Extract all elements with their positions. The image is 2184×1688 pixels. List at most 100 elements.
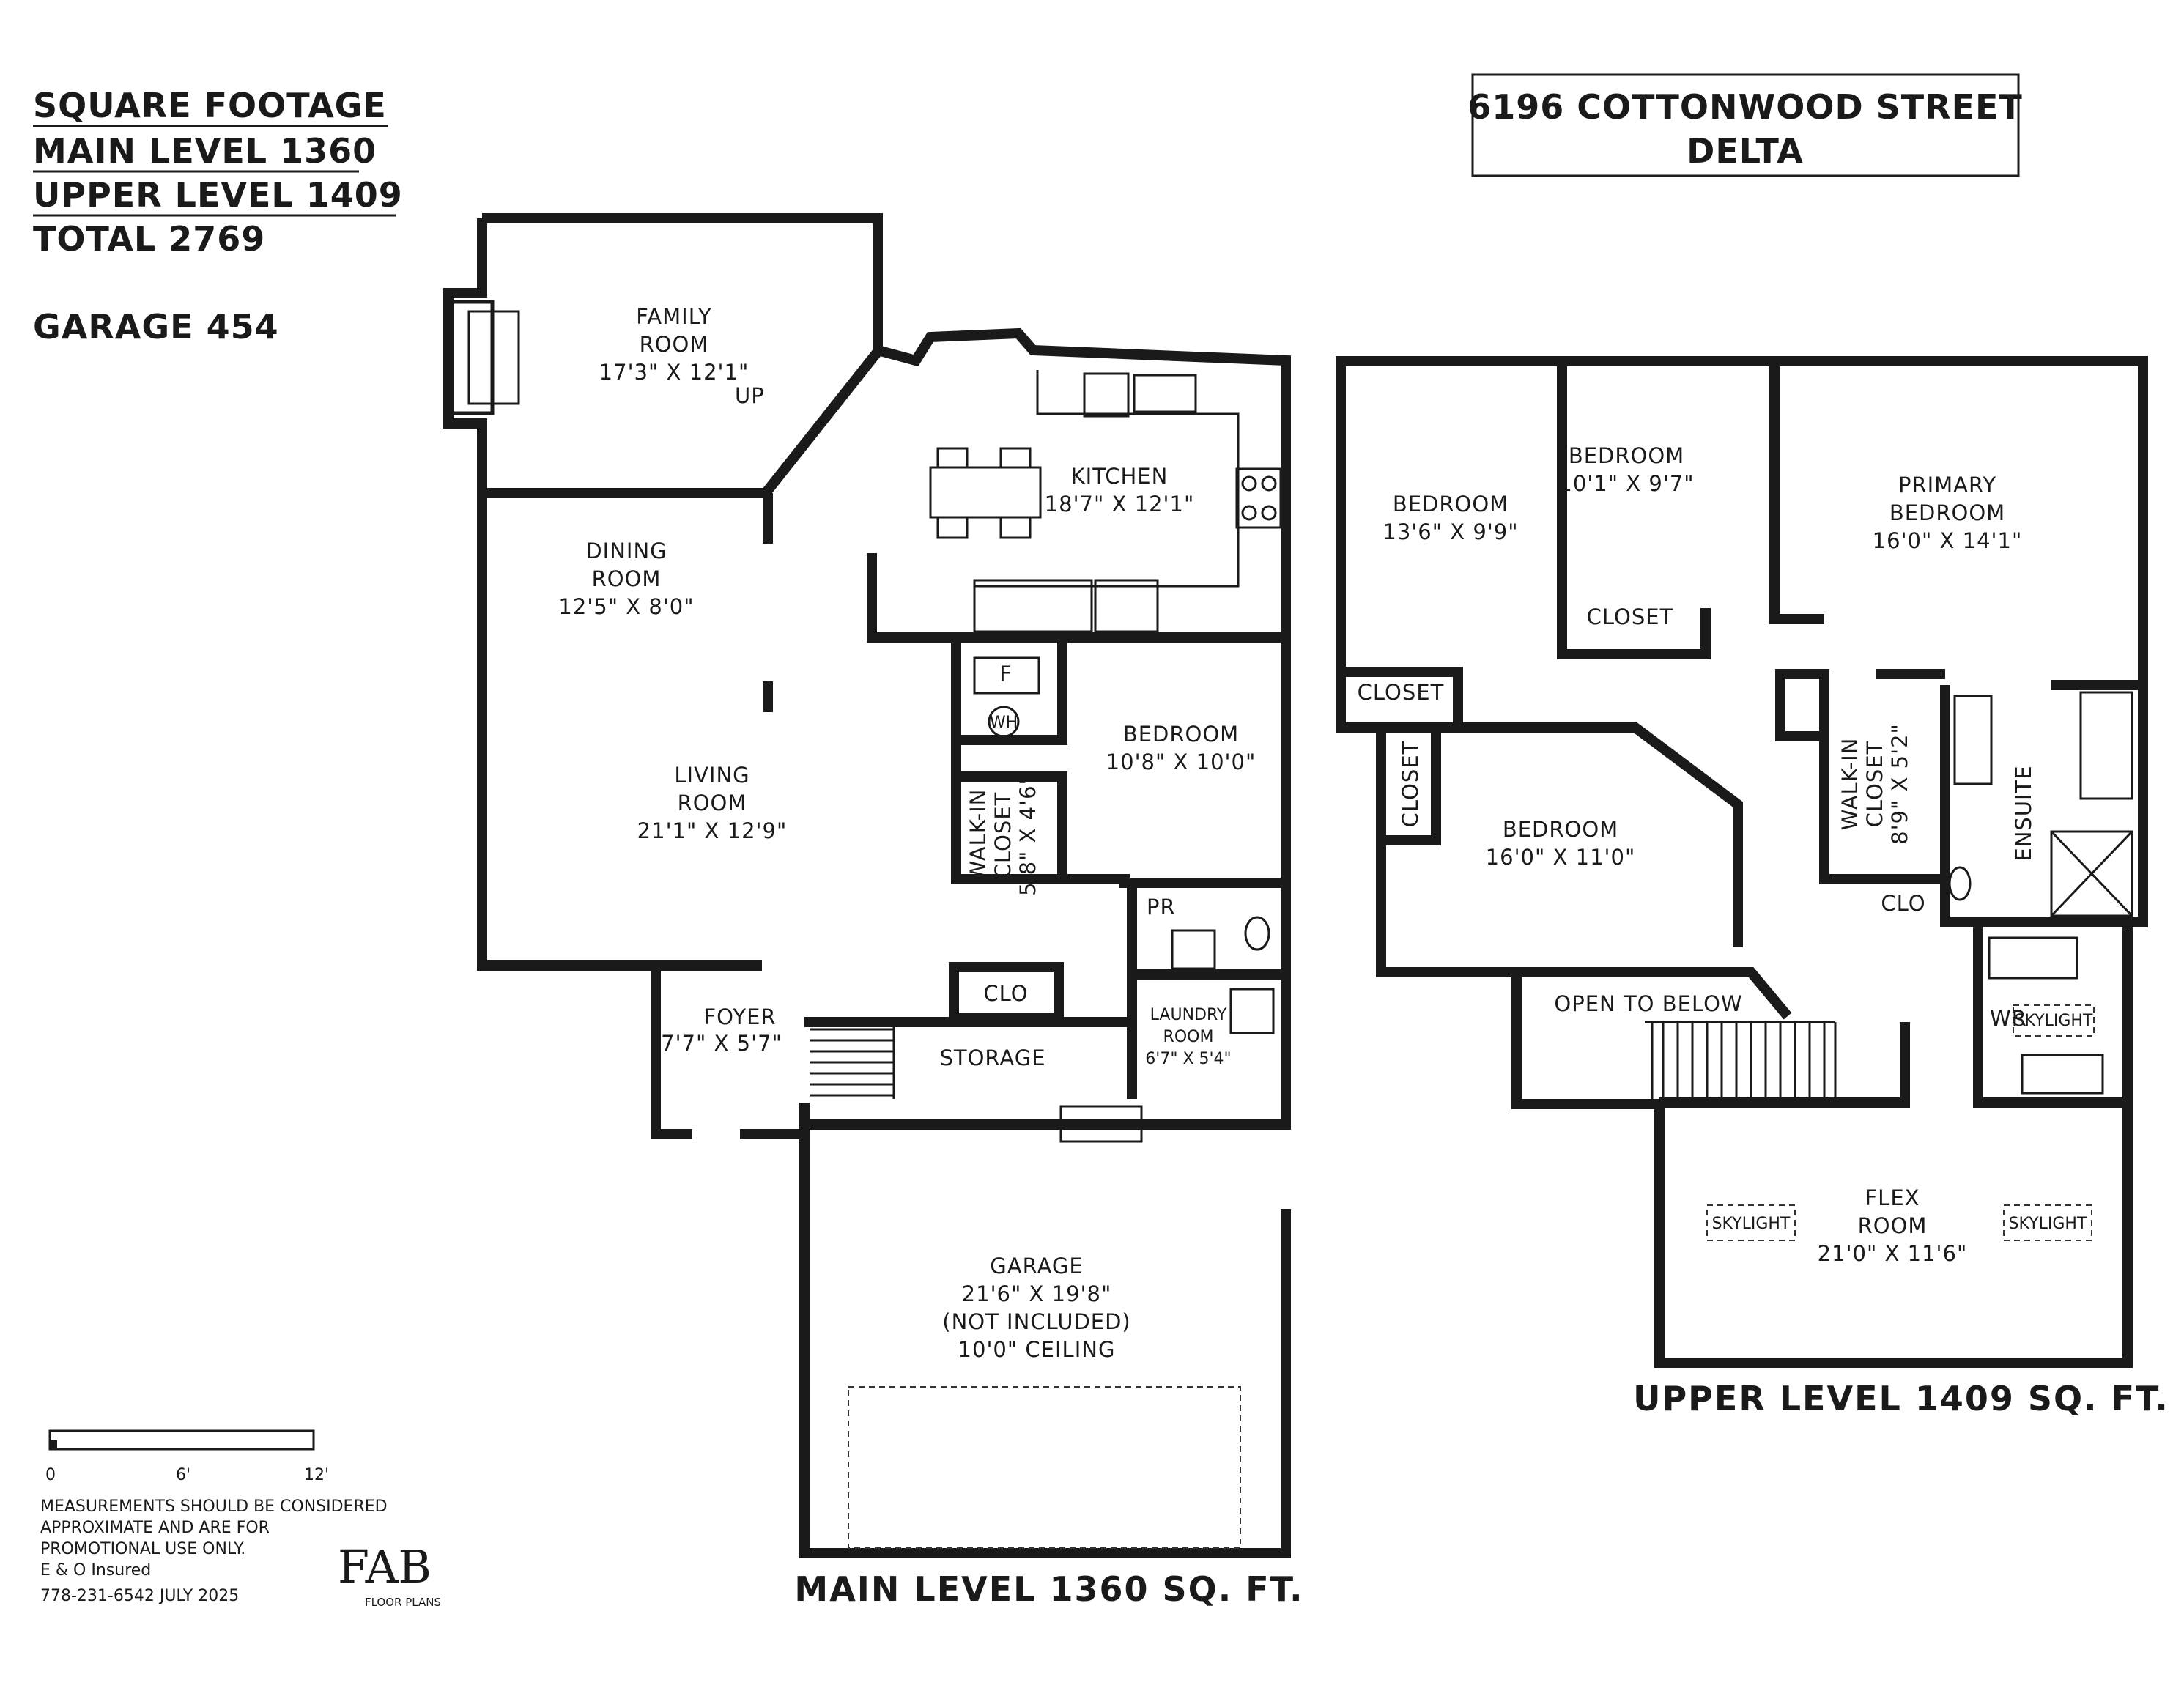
burner-3 [1241, 505, 1257, 521]
kitchen-island-counter [973, 579, 1093, 633]
address-line2: DELTA [1687, 131, 1804, 171]
label-skylight-right: SKYLIGHT [2009, 1215, 2087, 1233]
main-staircase [810, 1026, 895, 1099]
scale-tick-0: 0 [45, 1466, 56, 1484]
label-water-heater: WH [990, 714, 1018, 732]
wr-tub [1988, 936, 2078, 980]
label-foyer-name: FOYER [703, 1004, 776, 1029]
fireplace-hearth [467, 310, 520, 405]
label-pr: PR [1147, 895, 1176, 919]
label-walkin-name2: CLOSET [991, 792, 1015, 879]
label-walkin-upper: WALK-IN CLOSET 8'9" X 5'2" [1837, 723, 1912, 845]
skylight-wr [2013, 1004, 2095, 1037]
fab-logo: FAB FLOOR PLANS [338, 1540, 441, 1609]
wr-vanity [2021, 1054, 2104, 1095]
label-dining-name2: ROOM [592, 566, 662, 591]
main-garage-walls [799, 1103, 1291, 1558]
walkin-upper-walls [1819, 669, 1950, 884]
label-laundry-dims: 6'7" X 5'4" [1145, 1050, 1231, 1068]
label-foyer-dims: 7'7" X 5'7" [661, 1031, 782, 1056]
disclaimer-line2: APPROXIMATE AND ARE FOR [40, 1519, 270, 1537]
ensuite-south-wall [1940, 879, 2128, 927]
label-clo-upper: CLO [1881, 891, 1925, 916]
garage-door-outline [848, 1386, 1241, 1549]
furnace-box [973, 656, 1040, 695]
label-up: UP [735, 383, 765, 408]
main-foyer-wall [651, 966, 810, 1139]
label-kitchen-dims: 18'7" X 12'1" [1045, 492, 1195, 517]
ensuite-toilet [1948, 866, 1972, 901]
label-flex-dims: 21'0" X 11'6" [1818, 1241, 1968, 1266]
open-below-wall [1517, 967, 1792, 1020]
label-wr: WR [1990, 1006, 2027, 1031]
label-kitchen-name: KITCHEN [1071, 464, 1169, 489]
label-flex-name2: ROOM [1858, 1213, 1928, 1238]
label-walkin-name1: WALK-IN [966, 789, 991, 882]
main-level-title: MAIN LEVEL 1360 SQ. FT. [794, 1569, 1303, 1609]
sqft-main: MAIN LEVEL 1360 [33, 131, 377, 171]
burner-2 [1261, 475, 1277, 492]
disclaimer-line4: E & O Insured [40, 1561, 151, 1580]
laundry-machine [1229, 988, 1275, 1034]
closet3-walls [1381, 728, 1441, 845]
label-walkin-up-dims: 8'9" X 5'2" [1887, 723, 1912, 845]
bedroom-south-wall [1062, 874, 1286, 888]
label-skylight-wr: SKYLIGHT [2015, 1012, 2093, 1030]
powder-sink [1171, 929, 1216, 970]
ensuite-tub [2079, 691, 2133, 800]
label-bed3-name: BEDROOM [1503, 817, 1618, 842]
label-ensuite: ENSUITE [2011, 765, 2036, 861]
address-frame [1471, 73, 2020, 177]
logo-subtext: FLOOR PLANS [365, 1596, 441, 1609]
label-living-name1: LIVING [674, 763, 749, 788]
fireplace [449, 300, 495, 415]
garage-steps [1059, 1105, 1143, 1143]
clo-walls [949, 962, 1064, 1023]
label-closet-bed1: CLOSET [1358, 680, 1445, 705]
label-dining-dims: 12'5" X 8'0" [558, 594, 694, 619]
label-walkin-up-name2: CLOSET [1862, 741, 1887, 828]
label-laundry-name1: LAUNDRY [1150, 1006, 1227, 1024]
label-open-to-below: OPEN TO BELOW [1554, 991, 1742, 1016]
scale-bar: 0 6' 12' [45, 1429, 329, 1484]
upper-level-title: UPPER LEVEL 1409 SQ. FT. [1633, 1379, 2169, 1418]
fridge [1094, 579, 1159, 633]
sqft-heading: SQUARE FOOTAGE [33, 86, 387, 125]
disclaimer-line3: PROMOTIONAL USE ONLY. [40, 1540, 245, 1558]
water-heater-symbol [988, 706, 1020, 738]
label-clo-main: CLO [983, 981, 1028, 1006]
dishwasher [1083, 372, 1130, 418]
stove [1235, 467, 1282, 529]
label-bed1-dims: 13'6" X 9'9" [1382, 519, 1518, 544]
ensuite-vanity [1953, 695, 1993, 785]
label-walkin-dims: 5'8" X 4'6" [1015, 774, 1040, 896]
ensuite-shower [2050, 830, 2133, 917]
shower-x2 [2050, 830, 2133, 917]
burner-1 [1241, 475, 1257, 492]
label-garage-note: (NOT INCLUDED) [942, 1309, 1131, 1334]
burner-4 [1261, 505, 1277, 521]
label-primary-dims: 16'0" X 14'1" [1873, 528, 2023, 553]
chair-2 [999, 447, 1032, 469]
label-closet-bed2: CLOSET [1587, 604, 1674, 629]
upper-staircase [1645, 1021, 1837, 1099]
label-garage-dims: 21'6" X 19'8" [962, 1281, 1112, 1306]
scale-tick-12: 12' [304, 1466, 329, 1484]
main-exterior-wall [482, 213, 1291, 1134]
disclaimer-line5: 778-231-6542 JULY 2025 [40, 1587, 239, 1605]
sqft-upper: UPPER LEVEL 1409 [33, 175, 403, 215]
label-bedroom-name: BEDROOM [1123, 722, 1239, 747]
powder-laundry-walls [1127, 883, 1286, 1099]
powder-toilet [1244, 916, 1270, 951]
label-primary-name2: BEDROOM [1889, 500, 2005, 525]
sqft-total: TOTAL 2769 [33, 219, 265, 259]
bedroom3-wall [1381, 722, 1743, 947]
label-bed1-name: BEDROOM [1393, 492, 1509, 517]
label-dining-name1: DINING [585, 538, 667, 563]
label-bedroom-dims: 10'8" X 10'0" [1106, 749, 1256, 774]
label-garage-name: GARAGE [990, 1254, 1083, 1278]
sqft-garage: GARAGE 454 [33, 307, 279, 347]
main-left-wall [443, 218, 762, 971]
label-storage: STORAGE [939, 1045, 1045, 1070]
label-living-name2: ROOM [678, 791, 747, 815]
